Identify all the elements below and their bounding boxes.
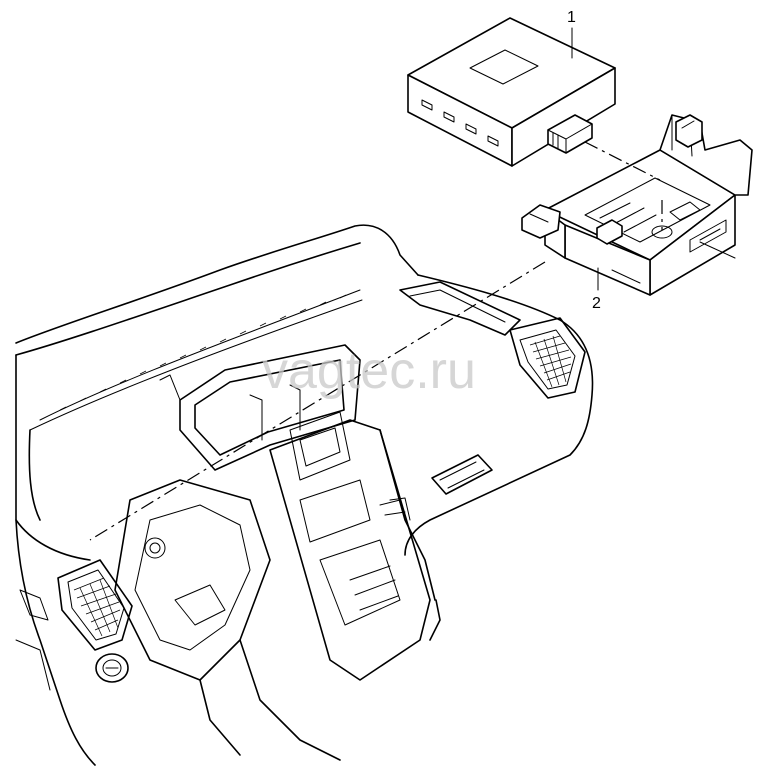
glovebox-handle — [431, 454, 493, 495]
light-switch-knob — [95, 653, 129, 683]
instrument-cluster-frame — [159, 344, 361, 471]
callout-number: 1 — [567, 9, 576, 26]
steering-column — [114, 479, 341, 761]
callout-2: 2 — [592, 241, 736, 312]
center-console — [269, 411, 436, 681]
assembly-lines — [89, 141, 663, 541]
mounting-bracket-part-2 — [521, 114, 753, 296]
right-air-vent — [509, 317, 586, 399]
left-air-vent — [57, 559, 133, 651]
control-unit-part-1 — [407, 17, 616, 167]
dashboard-illustration — [15, 224, 594, 766]
watermark-text: vagtec.ru — [262, 342, 476, 400]
defrost-vent-strip — [59, 294, 347, 411]
callout-1: 1 — [567, 9, 576, 59]
callout-number: 2 — [592, 295, 601, 312]
